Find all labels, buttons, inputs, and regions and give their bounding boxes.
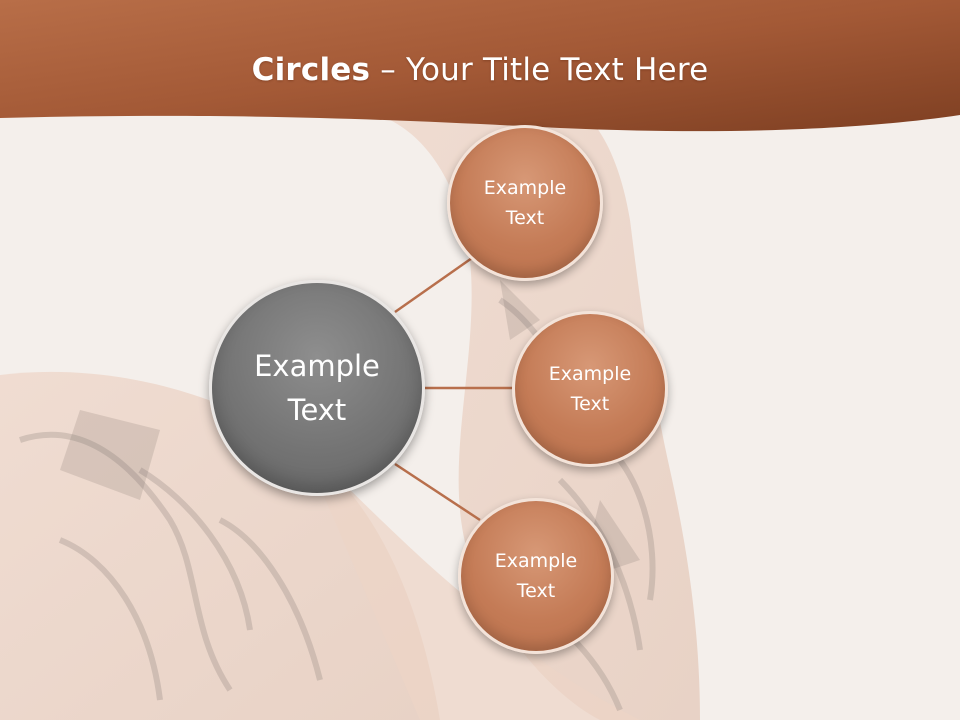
node-1-label-line2: Text	[505, 207, 545, 229]
node-2-label-line1: Example	[548, 363, 632, 385]
header-band	[0, 0, 960, 132]
node-circle-2[interactable]: Example Text	[512, 311, 668, 467]
center-label-line1: Example	[254, 349, 380, 383]
title-rest: – Your Title Text Here	[370, 52, 709, 88]
node-2-label-line2: Text	[570, 393, 610, 415]
node-circle-1[interactable]: Example Text	[447, 125, 603, 281]
node-3-label-line2: Text	[516, 580, 556, 602]
connector-3	[394, 462, 481, 522]
node-1-label-line1: Example	[483, 177, 567, 199]
node-3-label-line1: Example	[494, 550, 578, 572]
node-circle-3[interactable]: Example Text	[458, 498, 614, 654]
title-bold: Circles	[251, 52, 371, 88]
connector-1	[394, 256, 473, 314]
center-circle[interactable]: Example Text	[209, 280, 425, 496]
slide-title: Circles – Your Title Text Here	[0, 52, 960, 88]
center-label-line2: Text	[287, 393, 347, 427]
